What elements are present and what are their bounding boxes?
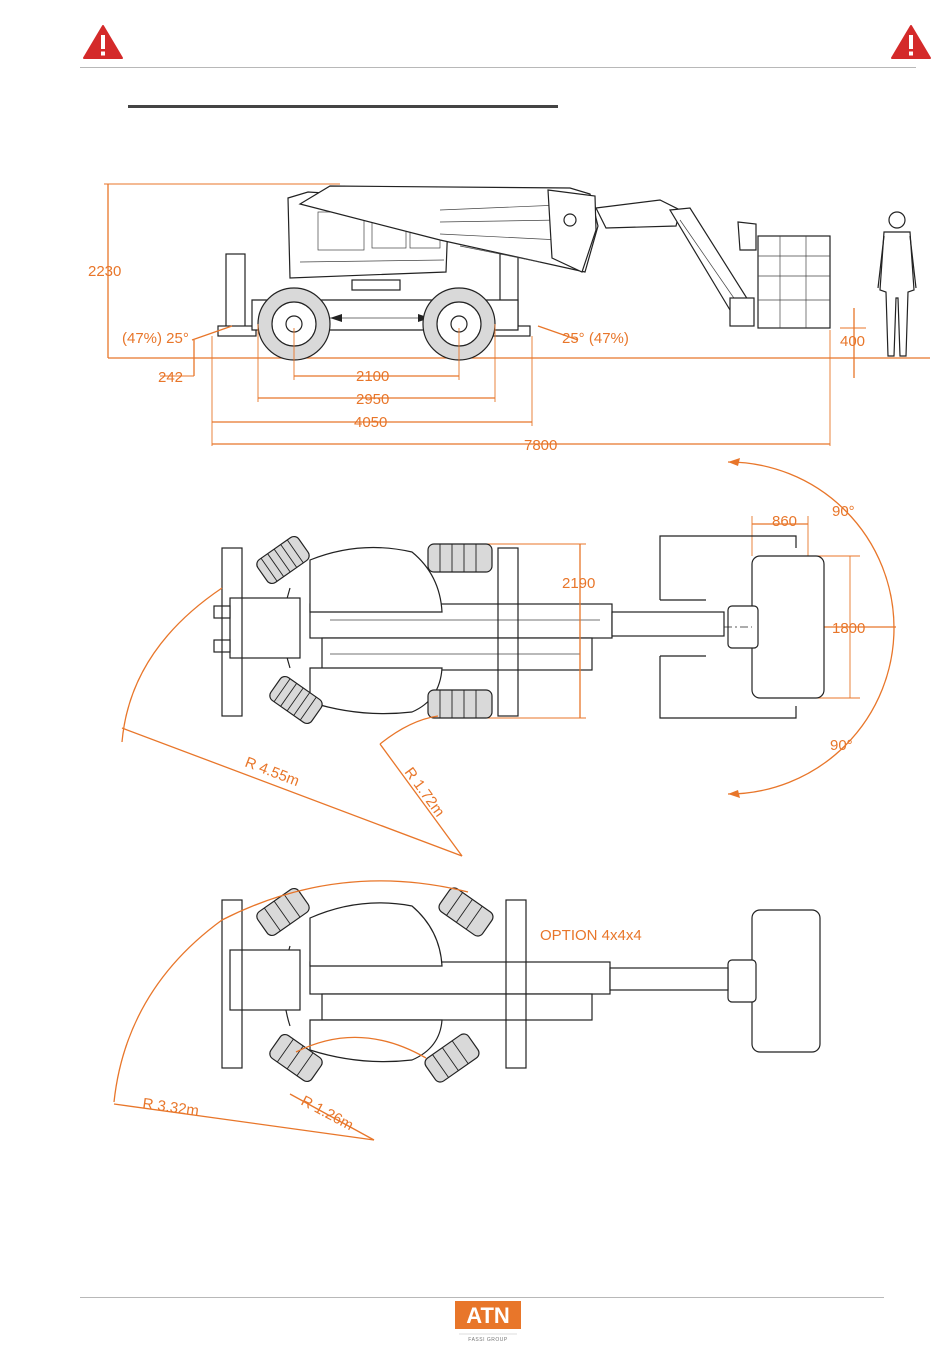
tire-front-right: [428, 690, 492, 718]
tire-rear-left: [254, 534, 311, 586]
ground-clearance-label: 242: [158, 369, 183, 386]
atn-logo: ATN FASSI GROUP: [453, 1300, 523, 1344]
track-width-label: 2190: [562, 575, 595, 592]
platform-basket: [758, 236, 830, 328]
angle-bottom-label: 90°: [830, 737, 853, 754]
turret-top: [310, 548, 442, 613]
outer-turn-arc: [122, 588, 222, 742]
logo-text: ATN: [466, 1303, 510, 1328]
axle-span-label: 2950: [356, 391, 389, 408]
option-platform: [752, 910, 820, 1052]
height-label: 2230: [88, 263, 121, 280]
chassis-frame: [230, 598, 300, 658]
tire-front-left: [428, 544, 492, 572]
overall-length-label: 7800: [524, 437, 557, 454]
inner-radius-label: R 1.72m: [401, 764, 448, 820]
platform-width-label: 1800: [832, 620, 865, 637]
option-label: OPTION 4x4x4: [540, 927, 642, 944]
platform-top: [752, 556, 824, 698]
option-outer-radius-label: R 3.32m: [141, 1095, 200, 1120]
footer-rule: [80, 1297, 884, 1298]
angle-top-label: 90°: [832, 503, 855, 520]
option-inner-radius-label: R 1.26m: [298, 1093, 356, 1135]
slope-left-label: (47%) 25°: [122, 330, 189, 347]
top-view: 90° 90° 1800 860 2190: [122, 458, 896, 856]
jib-arm: [596, 200, 680, 228]
option-tire-front-left: [437, 886, 496, 939]
platform-depth-label: 860: [772, 513, 797, 530]
person-figure: [878, 212, 916, 356]
slope-right-label: 25° (47%): [562, 330, 629, 347]
option-outer-turn-arc: [114, 920, 222, 1102]
option-view: OPTION 4x4x4: [114, 881, 820, 1140]
chassis-length-label: 4050: [354, 414, 387, 431]
logo-subtext: FASSI GROUP: [468, 1337, 508, 1343]
option-tire-rear-left: [254, 886, 311, 938]
platform-height-label: 400: [840, 333, 865, 350]
inner-turn-arc: [380, 716, 438, 744]
side-view: 2230: [88, 184, 930, 454]
wheelbase-label: 2100: [356, 368, 389, 385]
